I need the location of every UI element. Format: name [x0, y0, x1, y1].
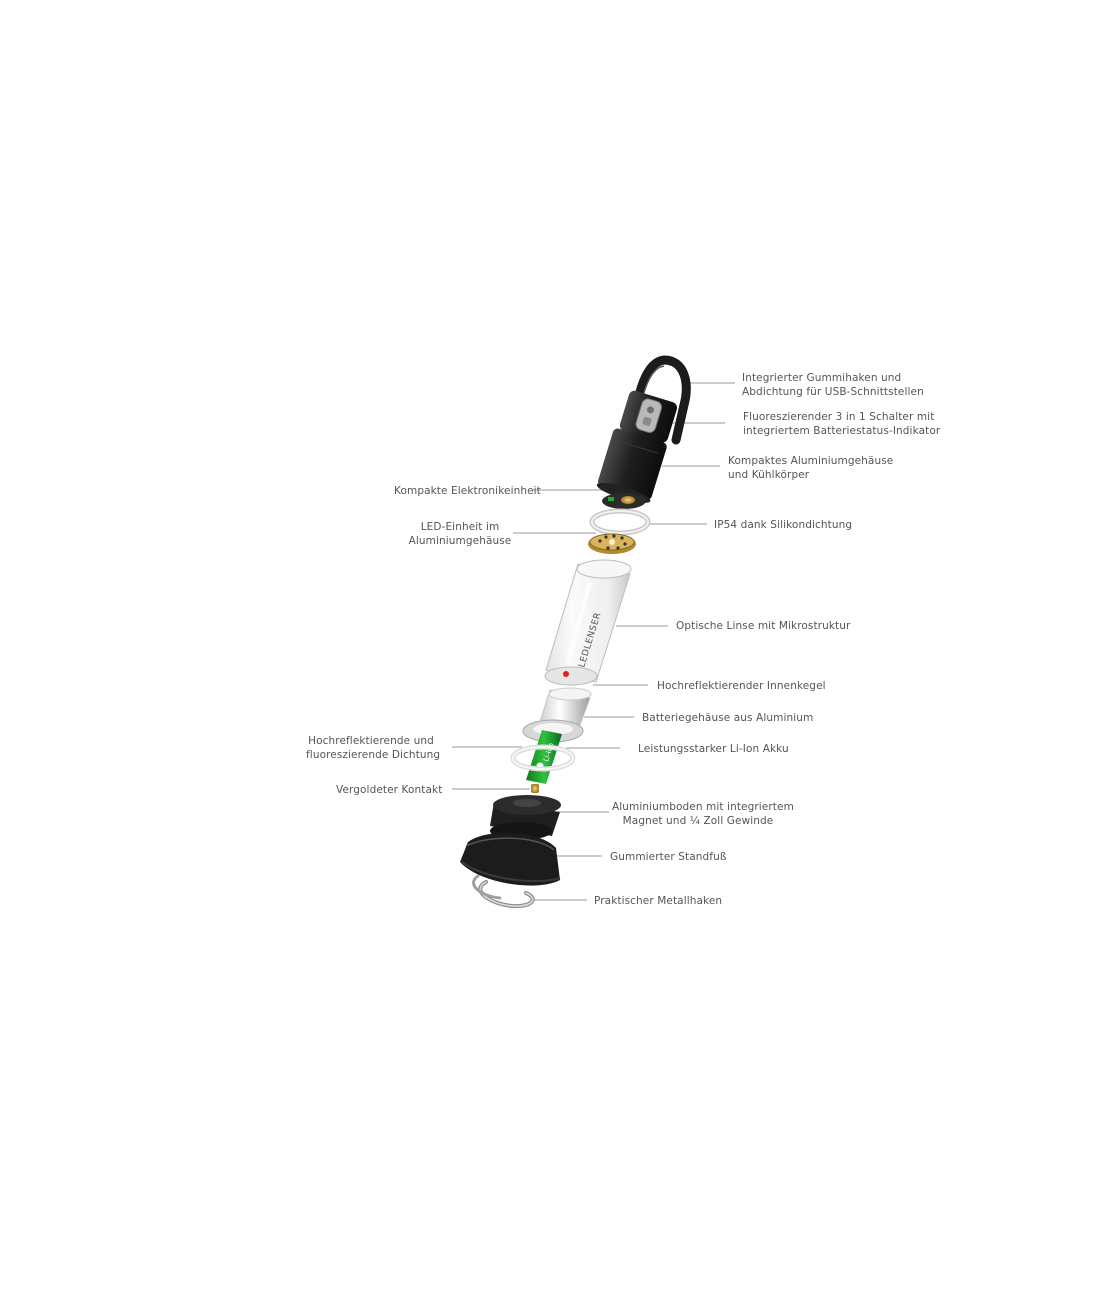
label-linse: Optische Linse mit Mikrostruktur [676, 620, 851, 632]
gold-contact [531, 784, 539, 793]
label-innenkegel: Hochreflektierender Innenkegel [657, 680, 826, 692]
optical-lens: LEDLENSER [544, 559, 632, 686]
electronics-unit [602, 493, 646, 509]
fluorescent-seal [510, 744, 576, 772]
aluminium-base [490, 795, 561, 840]
label-dichtung: Hochreflektierende und fluoreszierende D… [306, 735, 441, 761]
indicator-light [563, 671, 569, 677]
label-metallhaken: Praktischer Metallhaken [594, 895, 723, 907]
label-batteriegehaeuse: Batteriegehäuse aus Aluminium [642, 712, 814, 724]
label-ip54: IP54 dank Silikondichtung [714, 519, 853, 531]
metal-hook [472, 874, 535, 909]
label-boden: Aluminiumboden mit integriertem Magnet u… [612, 801, 794, 827]
silicone-seal [589, 508, 651, 536]
switch-cap [619, 390, 678, 443]
label-gummihaken: Integrierter Gummihaken und Abdichtung f… [742, 372, 924, 398]
label-schalter: Fluoreszierender 3 in 1 Schalter mit int… [743, 411, 941, 437]
label-kontakt: Vergoldeter Kontakt [336, 784, 443, 796]
led-unit [588, 533, 636, 554]
label-led: LED-Einheit im Aluminiumgehäuse [408, 521, 512, 547]
label-standfuss: Gummierter Standfuß [610, 851, 727, 863]
label-elektronik: Kompakte Elektronikeinheit [394, 485, 541, 497]
rubber-stand-foot [460, 832, 561, 886]
label-akku: Leistungsstarker Li-Ion Akku [638, 743, 789, 755]
label-gehaeuse: Kompaktes Aluminiumgehäuse und Kühlkörpe… [728, 455, 894, 481]
leader-lines [452, 382, 735, 901]
